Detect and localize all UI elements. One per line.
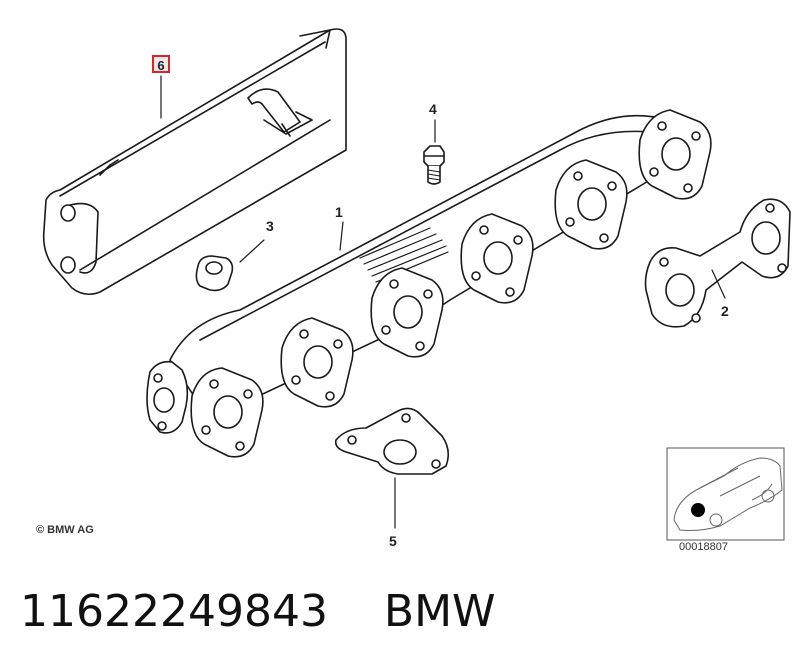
part-number-footer: 11622249843 BMW	[20, 586, 496, 637]
nut-icon	[195, 255, 234, 292]
location-thumbnail	[666, 447, 785, 541]
callout-single-gasket[interactable]: 5	[389, 533, 397, 549]
location-dot-icon	[691, 503, 705, 517]
heat-shield	[42, 28, 347, 296]
bolt-icon	[423, 145, 445, 185]
callout-manifold[interactable]: 1	[335, 204, 343, 220]
car-silhouette-icon	[673, 457, 783, 531]
callout-heat-shield[interactable]: 6	[152, 55, 170, 73]
thumbnail-ref-code: 00018807	[679, 541, 728, 553]
single-gasket	[334, 407, 450, 475]
double-gasket	[644, 198, 791, 328]
exploded-parts-diagram	[42, 28, 791, 541]
exhaust-manifold	[146, 109, 712, 458]
callout-bolt[interactable]: 4	[429, 101, 437, 117]
callout-nut[interactable]: 3	[266, 218, 274, 234]
callout-double-gasket[interactable]: 2	[721, 303, 729, 319]
copyright-notice: © BMW AG	[36, 524, 94, 536]
